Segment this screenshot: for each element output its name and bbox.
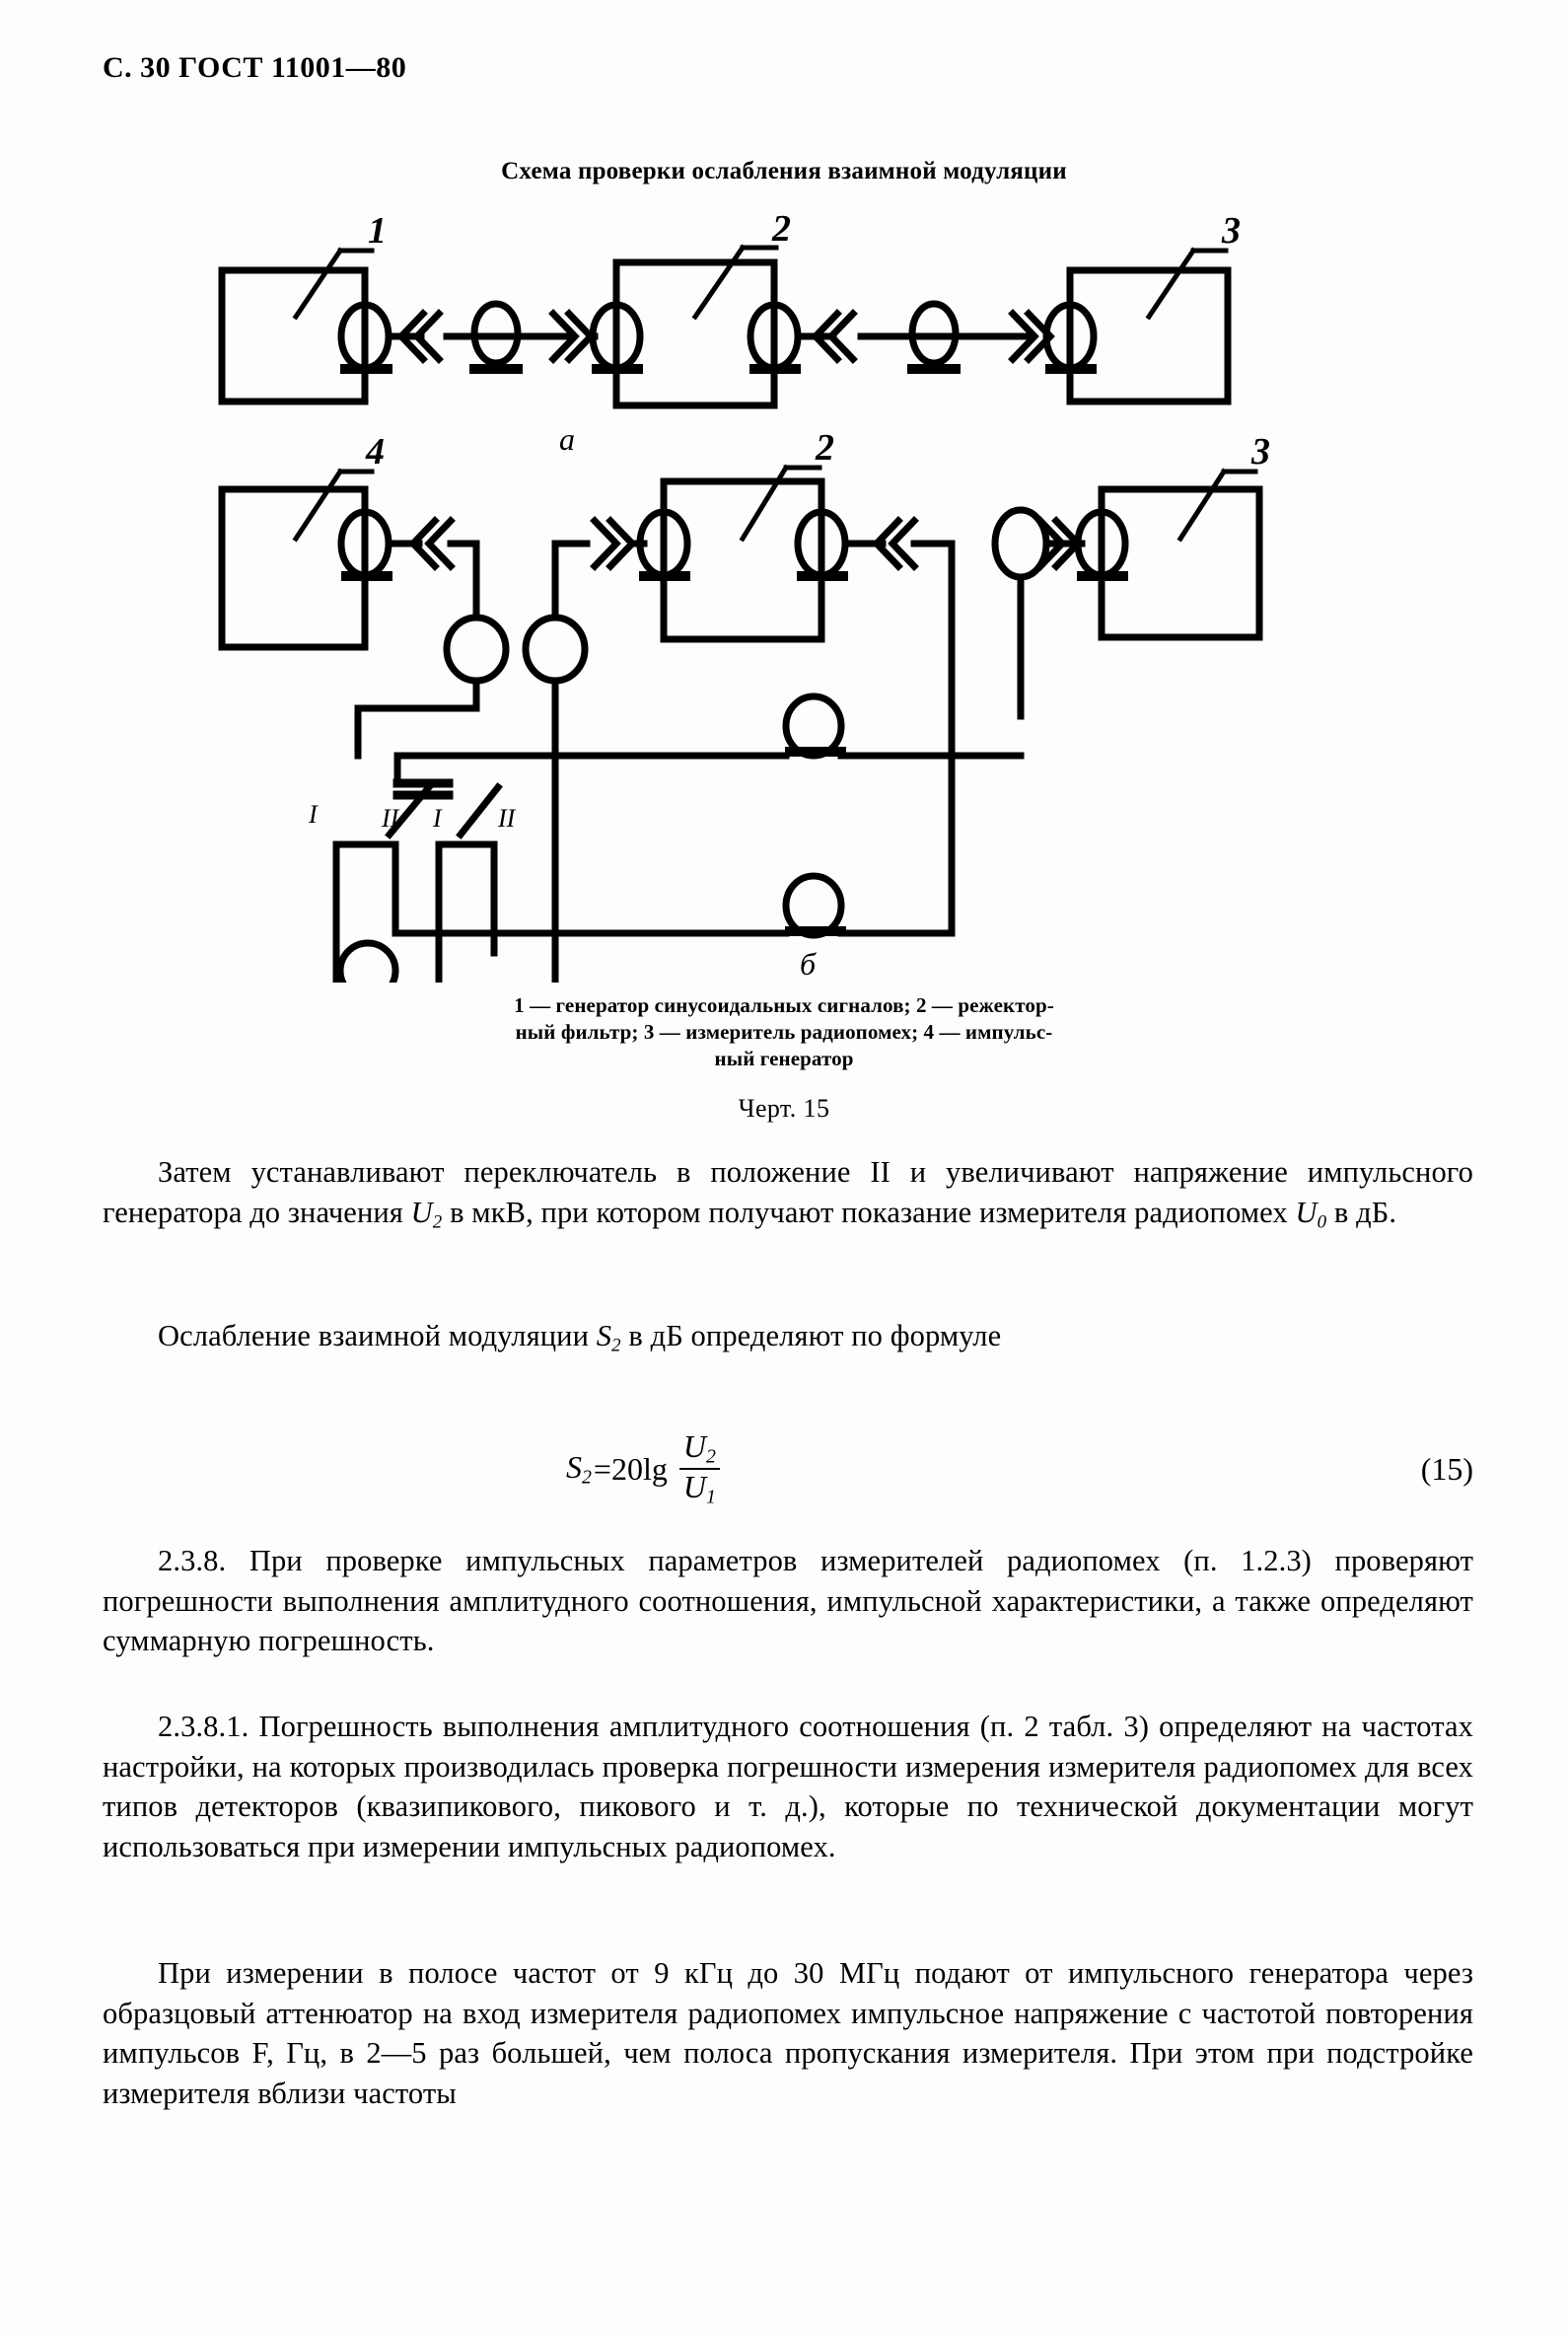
p2-var-s2: S2	[596, 1319, 621, 1356]
page-header: С. 30 ГОСТ 11001—80	[103, 51, 407, 84]
diagram-b-sublabel: б	[800, 946, 817, 982]
switch-label-2: II	[381, 804, 400, 833]
diagram-a-block-1-label: 1	[368, 210, 387, 252]
diagram-a-block-3-label: 3	[1221, 210, 1241, 252]
p1-text-1: Затем устанавливают переключатель в поло…	[103, 1155, 1473, 1229]
diagram-b-block-3-label: 3	[1250, 431, 1270, 473]
p2-text-1: Ослабление взаимной модуляции	[158, 1319, 597, 1352]
paragraph-5: При измерении в полосе частот от 9 кГц д…	[103, 1956, 1473, 2111]
figure-number: Черт. 15	[738, 1093, 830, 1123]
formula-number: (15)	[1420, 1450, 1473, 1487]
p1-text-2: в мкВ, при котором получают показание из…	[442, 1195, 1296, 1229]
p1-text-3: в дБ.	[1326, 1195, 1397, 1229]
schematic-diagram: 1 2 3 а 4 2 3 I II I II б	[218, 208, 1270, 983]
formula-denominator: U1	[678, 1468, 720, 1507]
formula-operator: =20lg	[593, 1450, 668, 1487]
paragraph-1-block: Затем устанавливают переключатель в поло…	[103, 1152, 1473, 1234]
formula-15: S2 =20lg U2 U1 (15)	[103, 1428, 1473, 1508]
p2-text-2: в дБ определяют по формуле	[620, 1319, 1002, 1352]
paragraph-3: 2.3.8. При проверке импульсных параметро…	[103, 1544, 1473, 1658]
paragraph-3-block: 2.3.8. При проверке импульсных параметро…	[103, 1541, 1473, 1661]
diagram-b-block-2-label: 2	[815, 427, 834, 469]
p1-var-u0: U0	[1295, 1195, 1327, 1232]
diagram-a-sublabel: а	[559, 421, 575, 457]
figure-caption-line-2: ный фильтр; 3 — измеритель радиопомех; 4…	[515, 1019, 1053, 1044]
formula-fraction: U2 U1	[678, 1428, 720, 1508]
figure-caption: 1 — генератор синусоидальных сигналов; 2…	[350, 992, 1218, 1072]
switch-label-1: I	[308, 800, 319, 829]
p1-var-u2: U2	[410, 1195, 443, 1232]
diagram-a-block-2-label: 2	[771, 208, 791, 250]
paragraph-4: 2.3.8.1. Погрешность выполнения амплитуд…	[103, 1710, 1473, 1864]
figure-caption-line-1: 1 — генератор синусоидальных сигналов; 2…	[514, 993, 1054, 1017]
formula-numerator: U2	[682, 1428, 716, 1468]
figure-block: Схема проверки ослабления взаимной модул…	[0, 158, 1568, 1124]
paragraph-1: Затем устанавливают переключатель в поло…	[103, 1152, 1473, 1234]
diagram-b-block-4-label: 4	[365, 431, 385, 473]
paragraph-2: Ослабление взаимной модуляции S2 в дБ оп…	[103, 1316, 1473, 1358]
switch-label-3: I	[432, 804, 443, 833]
paragraph-5-block: При измерении в полосе частот от 9 кГц д…	[103, 1953, 1473, 2114]
switch-label-4: II	[497, 804, 517, 833]
formula-lhs: S2	[566, 1449, 592, 1489]
paragraph-2-block: Ослабление взаимной модуляции S2 в дБ оп…	[103, 1316, 1473, 1358]
figure-caption-line-3: ный генератор	[714, 1046, 854, 1070]
paragraph-4-block: 2.3.8.1. Погрешность выполнения амплитуд…	[103, 1707, 1473, 1867]
figure-title: Схема проверки ослабления взаимной модул…	[501, 158, 1067, 184]
formula-expression: S2 =20lg U2 U1	[566, 1428, 720, 1508]
